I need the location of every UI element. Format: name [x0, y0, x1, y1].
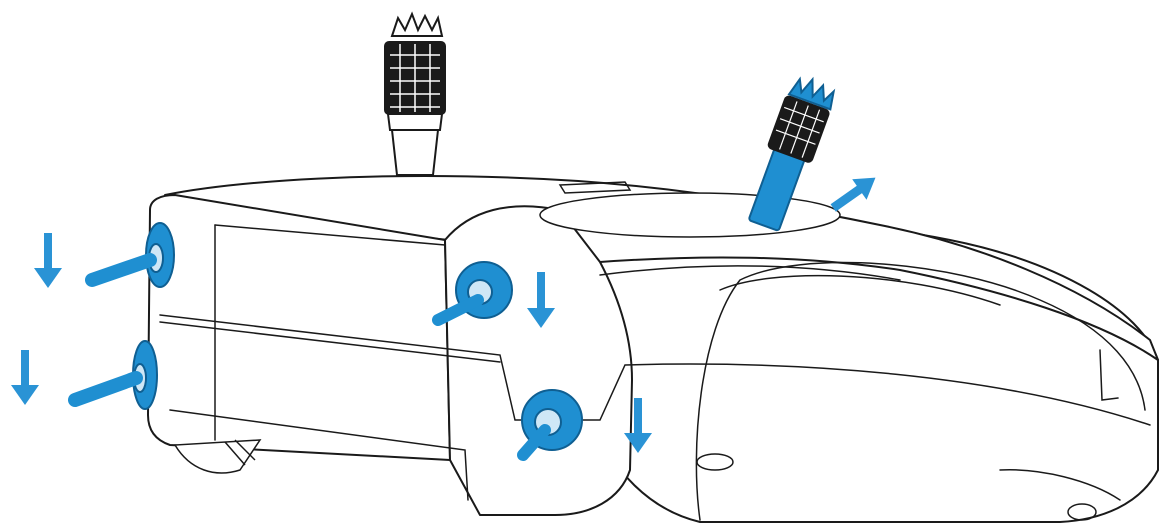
switch-center-upper [432, 261, 513, 326]
right-stick-recess [539, 192, 841, 238]
controller-detail-lines [159, 181, 1151, 521]
switch-left-upper [85, 222, 175, 288]
arrow-right-stick [830, 177, 876, 212]
left-face [147, 194, 451, 461]
arrow-left-lower-switch [11, 350, 39, 405]
left-underside [173, 439, 262, 474]
arrow-left-upper-switch [34, 233, 62, 288]
arrow-center-lower-switch [624, 398, 652, 453]
direction-arrows [11, 177, 876, 453]
arrow-center-upper-switch [527, 272, 555, 328]
right-stick [748, 76, 836, 232]
top-shell [164, 175, 1159, 361]
right-grip [594, 224, 1159, 523]
switch-center-lower [517, 389, 583, 461]
controller-body [147, 175, 1159, 523]
left-stick [384, 11, 446, 176]
switch-left-lower [68, 340, 158, 410]
